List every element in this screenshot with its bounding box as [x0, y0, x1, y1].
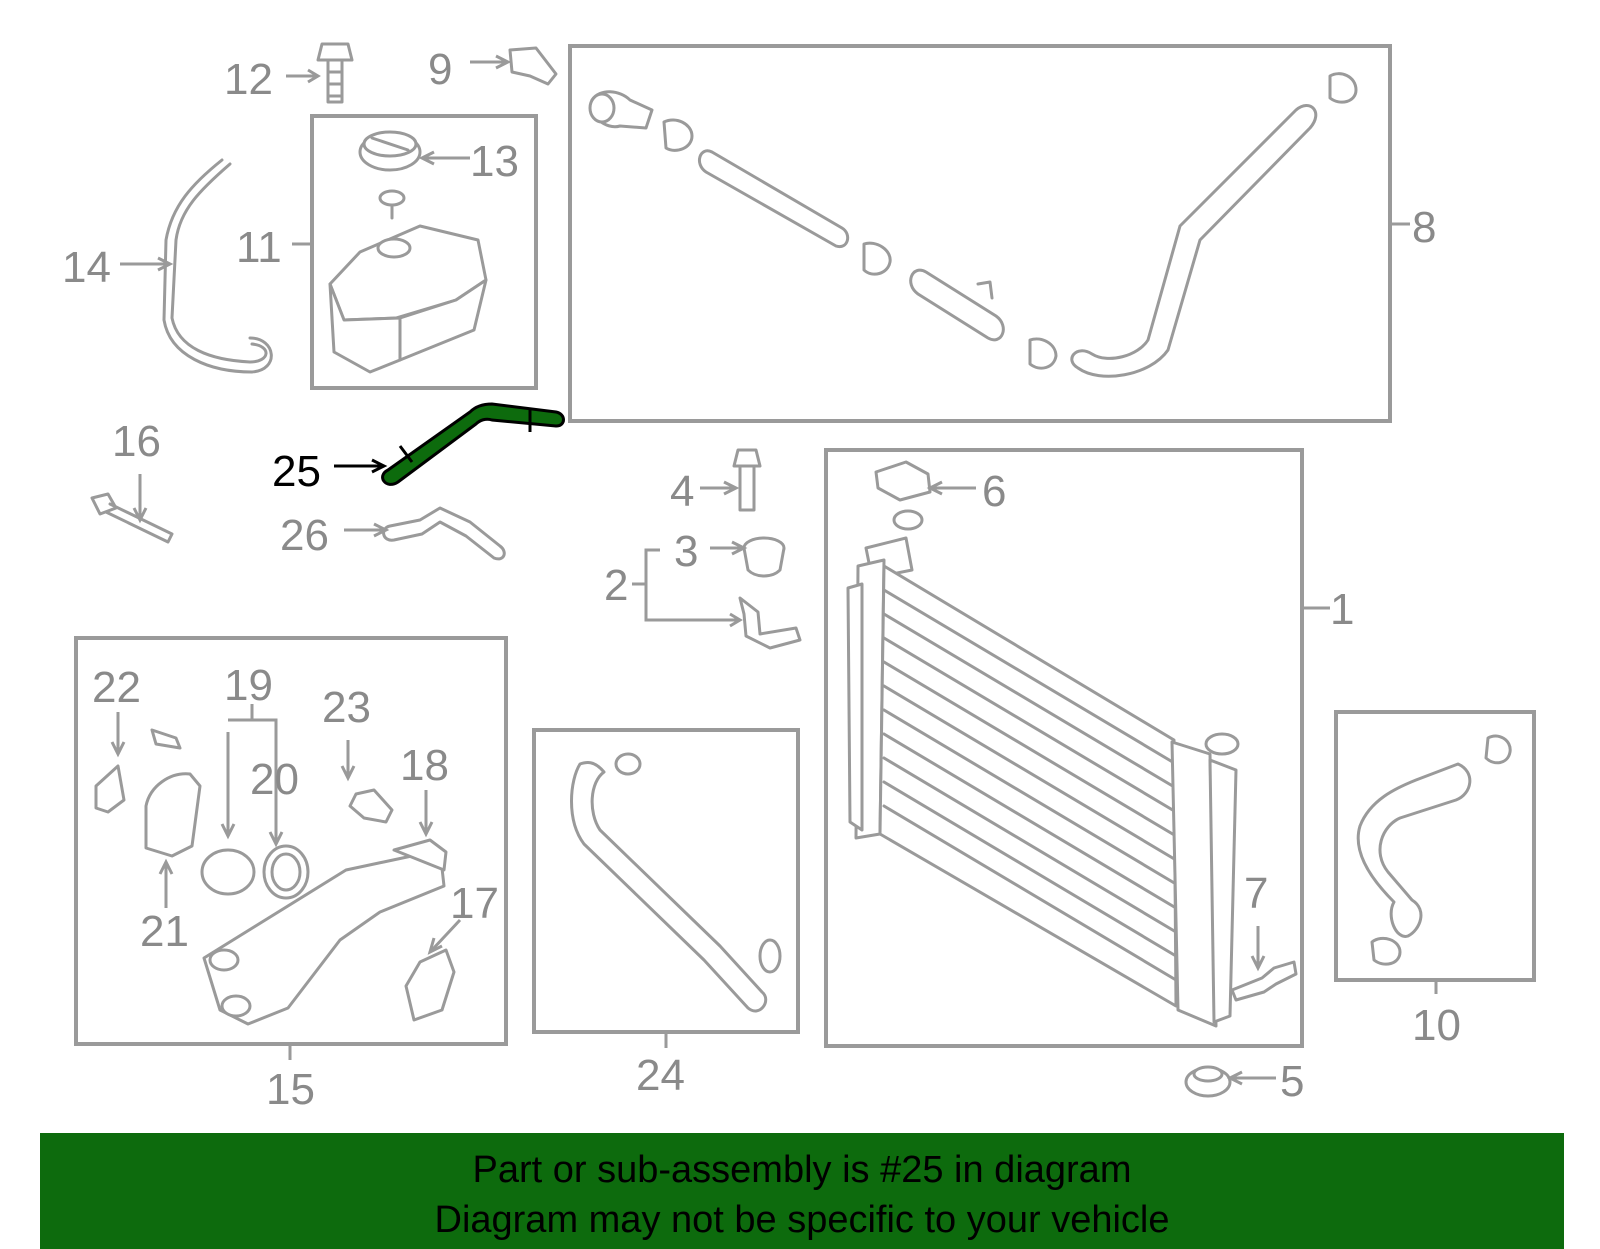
- callout-17: 17: [450, 879, 499, 928]
- callout-9: 9: [428, 45, 452, 94]
- pipe-part-24: [570, 752, 782, 1013]
- overflow-hose-part-14: [170, 162, 268, 364]
- callout-21: 21: [140, 907, 189, 956]
- callout-19: 19: [224, 661, 273, 710]
- info-banner: Part or sub-assembly is #25 in diagram D…: [40, 1133, 1564, 1249]
- coolant-reservoir-part-11: [328, 224, 488, 374]
- box-reservoir-11: [310, 114, 538, 390]
- box-radiator-1: [824, 448, 1304, 1048]
- bolt-part-12: [316, 42, 354, 104]
- hose-part-26: [382, 506, 506, 561]
- callout-10: 10: [1412, 1001, 1461, 1050]
- thermostat-housing-part-15: [94, 728, 456, 1026]
- box-hose-10: [1334, 710, 1536, 982]
- box-hoses-8: [568, 44, 1392, 423]
- callout-4: 4: [670, 467, 694, 516]
- grommet-part-3: [742, 536, 786, 578]
- callout-22: 22: [92, 663, 141, 712]
- bolt-part-4: [732, 448, 762, 512]
- callout-24: 24: [636, 1051, 685, 1100]
- bracket-part-2: [738, 596, 802, 650]
- callout-2: 2: [604, 561, 628, 610]
- callout-18: 18: [400, 741, 449, 790]
- cap-seal: [378, 189, 406, 220]
- callout-23: 23: [322, 683, 371, 732]
- callout-1: 1: [1330, 585, 1354, 634]
- leader-lines: [110, 54, 1438, 1086]
- callout-16: 16: [112, 417, 161, 466]
- callout-5: 5: [1280, 1057, 1304, 1106]
- callout-25: 25: [272, 447, 321, 496]
- radiator-part-1: [846, 509, 1240, 1028]
- bolt-part-16: [90, 492, 174, 544]
- callout-26: 26: [280, 511, 329, 560]
- callout-14: 14: [62, 243, 111, 292]
- hose-part-10: [1356, 734, 1512, 966]
- callout-7: 7: [1244, 869, 1268, 918]
- banner-line-1: Part or sub-assembly is #25 in diagram: [472, 1149, 1132, 1191]
- callout-12: 12: [224, 55, 273, 104]
- callout-20: 20: [250, 755, 299, 804]
- callout-13: 13: [470, 137, 519, 186]
- grommet-part-5: [1184, 1065, 1232, 1098]
- callout-3: 3: [674, 527, 698, 576]
- banner-line-2: Diagram may not be specific to your vehi…: [434, 1199, 1170, 1241]
- callout-6: 6: [982, 467, 1006, 516]
- callout-15: 15: [266, 1065, 315, 1114]
- hose-assembly-part-8: [588, 72, 1358, 378]
- reservoir-cap-part-13: [358, 130, 422, 172]
- gasket-part-6: [874, 460, 932, 502]
- parts-diagram: 12 9 13 11 14 8 25 16 26 4 3 2 6 1 7 5 1…: [62, 42, 1536, 1114]
- callout-8: 8: [1412, 203, 1436, 252]
- callout-11: 11: [236, 223, 282, 272]
- hose-part-25-highlighted: [381, 402, 565, 486]
- connector-part-9: [508, 46, 558, 86]
- sensor-part-7: [1230, 960, 1298, 1002]
